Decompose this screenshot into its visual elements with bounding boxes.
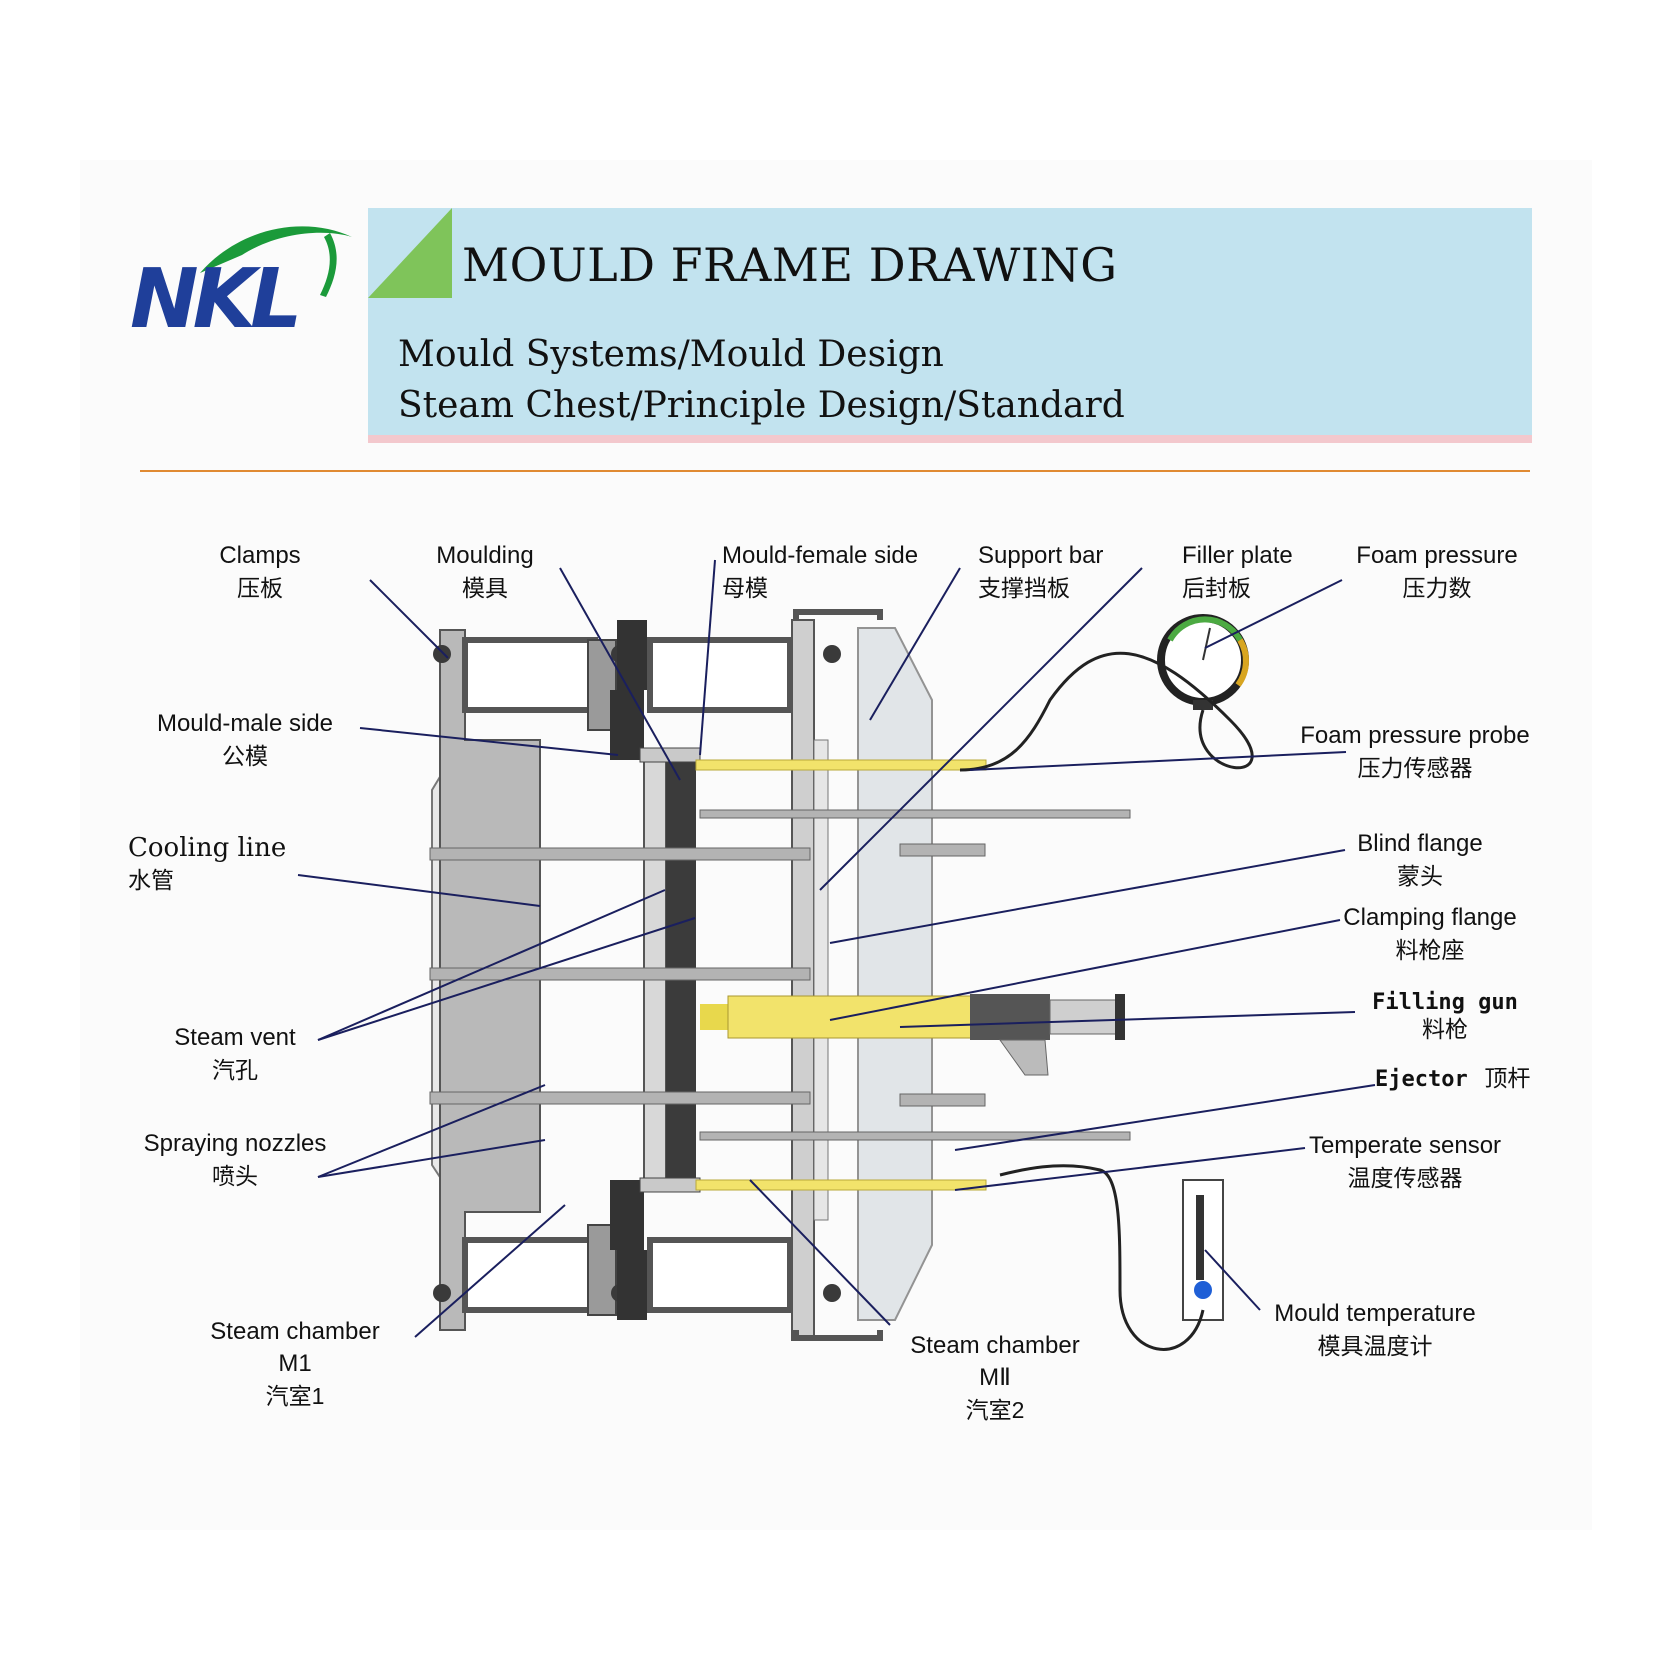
logo-text: NKL: [130, 252, 297, 335]
label-clamps: Clamps 压板: [219, 542, 301, 601]
label-blind-flange: Blind flange 蒙头: [1357, 830, 1483, 889]
probe-rods: [695, 759, 987, 1191]
label-support-bar: Support bar 支撑挡板: [978, 542, 1104, 601]
subtitle-line-2: Steam Chest/Principle Design/Standard: [398, 385, 1125, 426]
header-banner: [368, 208, 1532, 443]
horizontal-bars: [429, 809, 1131, 1141]
label-clamping-flange: Clamping flange 料枪座: [1343, 904, 1517, 963]
label-mould-male-side: Mould-male side 公模: [156, 710, 334, 769]
steam-chamber-2-body: [647, 609, 883, 1341]
label-steam-chamber-2: Steam chamber MⅡ 汽室2: [910, 1332, 1080, 1423]
label-foam-pressure-probe: Foam pressure probe 压力传感器: [1300, 722, 1530, 781]
subtitle-line-1: Mould Systems/Mould Design: [398, 334, 944, 375]
label-filling-gun: Filling gun 料枪: [1372, 990, 1518, 1042]
label-spraying-nozzles: Spraying nozzles 喷头: [143, 1130, 327, 1189]
pressure-gauge: [959, 614, 1254, 772]
label-foam-pressure: Foam pressure 压力数: [1356, 542, 1518, 601]
mould-thermometer: [999, 1164, 1224, 1351]
nkl-logo: NKL: [130, 226, 352, 335]
label-moulding: Moulding 模具: [436, 542, 534, 601]
label-filler-plate: Filler plate 后封板: [1182, 542, 1293, 601]
label-temperate-sensor: Temperate sensor 温度传感器: [1308, 1132, 1502, 1191]
label-ejector: Ejector 顶杆: [1375, 1065, 1531, 1092]
page-title: MOULD FRAME DRAWING: [462, 238, 1118, 292]
accent-triangle: [368, 208, 452, 298]
filler-plate: [857, 627, 933, 1321]
filling-gun-assembly: [700, 994, 1125, 1076]
label-mould-temperature: Mould temperature 模具温度计: [1274, 1300, 1476, 1359]
label-steam-chamber-1: Steam chamber M1 汽室1: [210, 1318, 380, 1409]
label-mould-female-side: Mould-female side 母模: [722, 542, 919, 601]
logo-swoosh: [200, 226, 352, 273]
label-steam-vent: Steam vent 汽孔: [174, 1024, 296, 1083]
header-divider: [140, 470, 1530, 472]
label-cooling-line: Cooling line 水管: [128, 833, 287, 893]
mould-male-block: [610, 620, 647, 1320]
leader-lines: [297, 559, 1376, 1338]
